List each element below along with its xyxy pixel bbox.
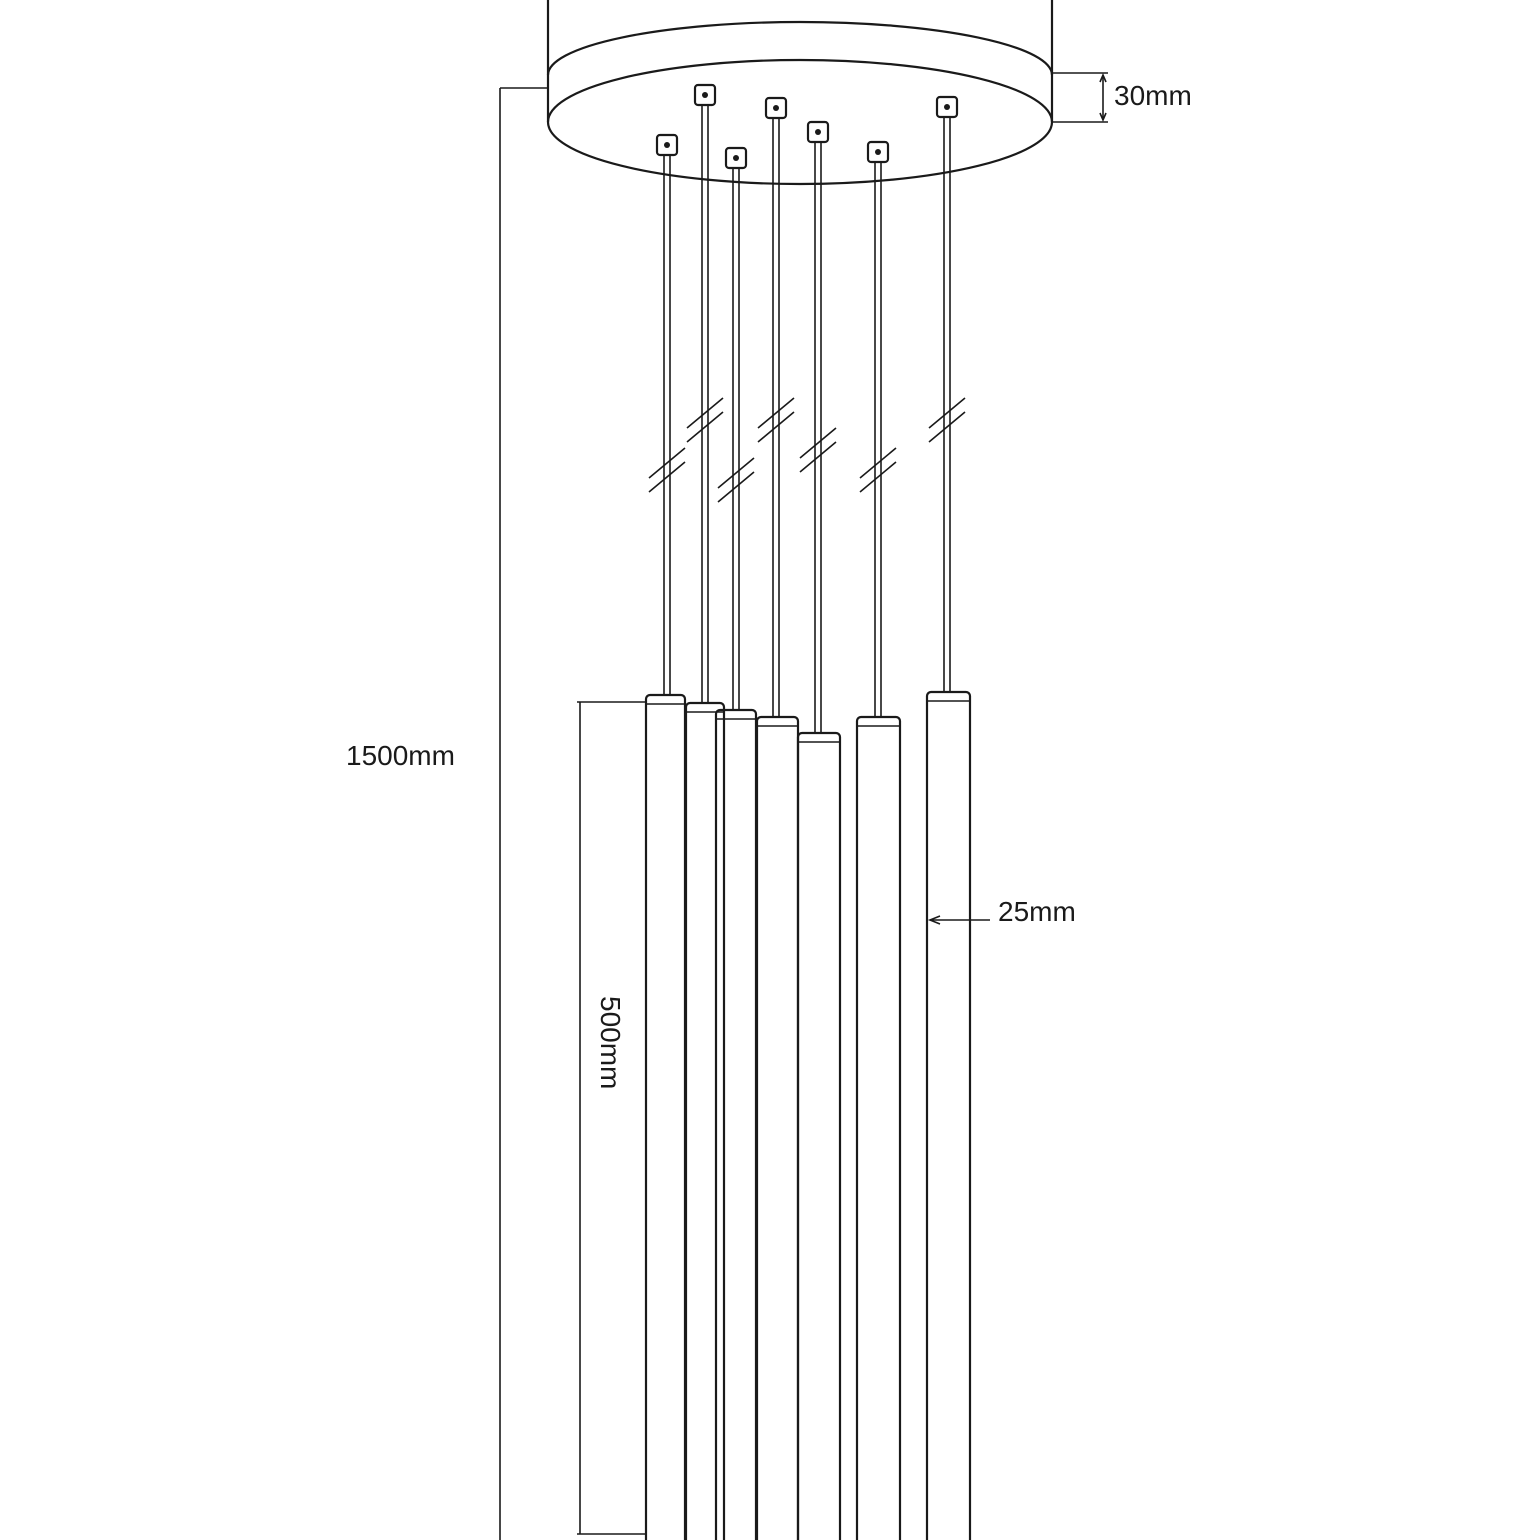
dimension-25mm-lines <box>927 915 990 925</box>
bracket-screw <box>733 155 739 161</box>
ceiling-canopy <box>546 0 1054 186</box>
pendant-3 <box>714 146 758 1540</box>
pendant-tube <box>925 690 972 1540</box>
pendant-5 <box>796 120 842 1540</box>
pendant-tube <box>796 731 842 1540</box>
break-mark <box>686 397 724 443</box>
bracket-screw <box>702 92 708 98</box>
break-mark <box>859 447 897 493</box>
ceiling-bracket <box>724 146 748 170</box>
bracket-screw <box>875 149 881 155</box>
tube-diameter-label: 25mm <box>998 896 1076 927</box>
canopy-height-label: 30mm <box>1114 80 1192 111</box>
break-mark <box>928 397 966 443</box>
break-mark <box>648 447 686 493</box>
total-drop-label: 1500mm <box>346 740 455 771</box>
bracket-screw <box>944 104 950 110</box>
bracket-screw <box>664 142 670 148</box>
pendant-7 <box>925 95 972 1540</box>
tube-length-label: 500mm <box>595 996 626 1090</box>
ceiling-bracket <box>655 133 679 157</box>
pendant-tube <box>755 715 800 1540</box>
break-mark <box>799 427 837 473</box>
pendant-1 <box>644 133 687 1540</box>
bracket-screw <box>815 129 821 135</box>
pendant-tube <box>684 701 726 1540</box>
pendant-tube <box>714 708 758 1540</box>
pendant-4 <box>755 96 800 1540</box>
dimension-500mm-lines <box>577 701 646 1535</box>
break-mark <box>717 457 755 503</box>
pendant-2 <box>684 83 726 1540</box>
pendant-tube <box>644 693 687 1540</box>
dimension-1500mm-lines <box>499 87 548 1540</box>
pendants <box>644 83 972 1540</box>
ceiling-bracket <box>693 83 717 107</box>
dimension-30mm-lines <box>1052 72 1108 123</box>
ceiling-bracket <box>764 96 788 120</box>
pendant-tube <box>855 715 902 1540</box>
ceiling-bracket <box>866 140 890 164</box>
pendant-6 <box>855 140 902 1540</box>
ceiling-bracket <box>806 120 830 144</box>
break-mark <box>757 397 795 443</box>
ceiling-bracket <box>935 95 959 119</box>
bracket-screw <box>773 105 779 111</box>
